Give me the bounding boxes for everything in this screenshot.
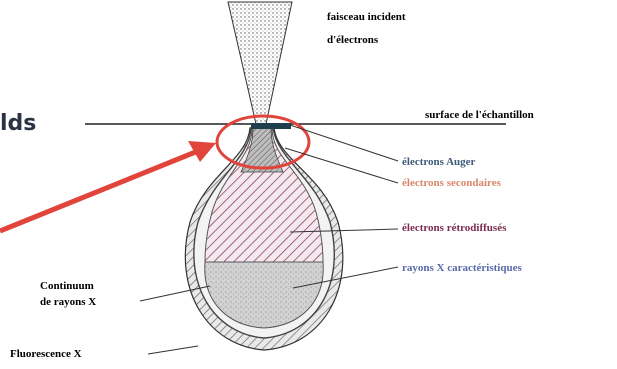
secondary-electrons-label: électrons secondaires (402, 177, 502, 189)
incident-beam-label-line2: d'électrons (327, 34, 379, 46)
x-ray-continuum-label: Continuum (40, 280, 94, 292)
slide-text-fragment: lds (0, 111, 36, 136)
auger-electrons-layer (251, 123, 291, 129)
characteristic-xrays-label: rayons X caractéristiques (402, 262, 522, 274)
sample-surface-label: surface de l'échantillon (425, 109, 534, 121)
x-ray-continuum-label-line2: de rayons X (40, 296, 96, 308)
incident-electron-beam (228, 2, 292, 124)
incident-beam-label: faisceau incident (327, 11, 406, 23)
backscattered-electrons-label: électrons rétrodiffusés (402, 222, 507, 234)
fluorescence-x-label: Fluorescence X (10, 348, 82, 360)
auger-electrons-label: électrons Auger (402, 156, 476, 168)
highlight-arrow (0, 151, 198, 231)
